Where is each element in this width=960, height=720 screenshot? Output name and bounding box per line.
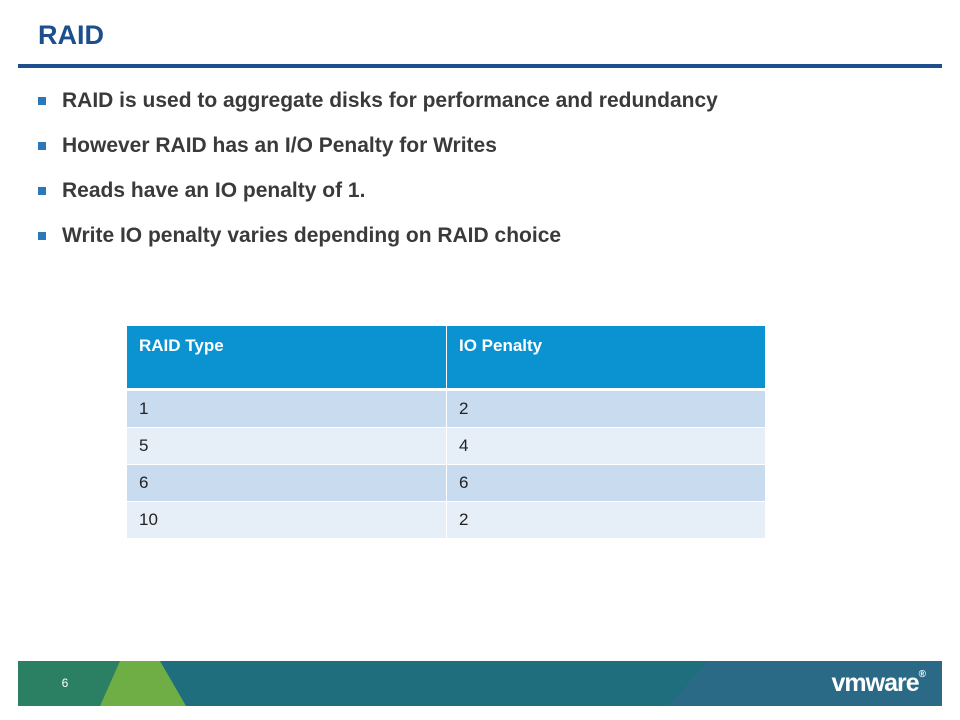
square-bullet-icon (38, 141, 46, 150)
table-header-row: RAID Type IO Penalty (126, 325, 766, 391)
page-number: 6 (61, 676, 69, 690)
table-row: 1 2 (126, 389, 766, 428)
cell-raid-type: 6 (126, 464, 447, 502)
bullet-item: Write IO penalty varies depending on RAI… (38, 219, 938, 252)
cell-io-penalty: 2 (446, 501, 766, 539)
cell-raid-type: 5 (126, 427, 447, 465)
bullet-text: Write IO penalty varies depending on RAI… (62, 223, 562, 247)
header-io-penalty: IO Penalty (446, 325, 766, 391)
cell-raid-type: 10 (126, 501, 447, 539)
footer-bar: 6 vmware® (18, 661, 942, 706)
vmware-logo: vmware® (832, 669, 927, 698)
square-bullet-icon (38, 186, 46, 195)
bullet-text: Reads have an IO penalty of 1. (62, 178, 366, 202)
logo-text: vmware (831, 669, 920, 697)
square-bullet-icon (38, 96, 46, 105)
table-row: 5 4 (126, 427, 766, 465)
raid-penalty-table: RAID Type IO Penalty 1 2 5 4 6 6 10 2 (126, 325, 766, 539)
bullet-text: RAID is used to aggregate disks for perf… (62, 88, 718, 112)
cell-io-penalty: 2 (446, 389, 766, 428)
bullet-text: However RAID has an I/O Penalty for Writ… (62, 133, 497, 157)
cell-raid-type: 1 (126, 389, 447, 428)
slide-title: RAID (38, 20, 104, 50)
footer-banner-graphic (18, 661, 942, 706)
title-divider (18, 64, 942, 68)
cell-io-penalty: 4 (446, 427, 766, 465)
registered-mark: ® (918, 669, 926, 680)
header-raid-type: RAID Type (126, 325, 447, 391)
bullet-list: RAID is used to aggregate disks for perf… (38, 84, 938, 264)
bullet-item: However RAID has an I/O Penalty for Writ… (38, 129, 938, 162)
table-row: 10 2 (126, 501, 766, 539)
bullet-item: RAID is used to aggregate disks for perf… (38, 84, 938, 117)
bullet-item: Reads have an IO penalty of 1. (38, 174, 938, 207)
cell-io-penalty: 6 (446, 464, 766, 502)
square-bullet-icon (38, 231, 46, 240)
table-row: 6 6 (126, 464, 766, 502)
